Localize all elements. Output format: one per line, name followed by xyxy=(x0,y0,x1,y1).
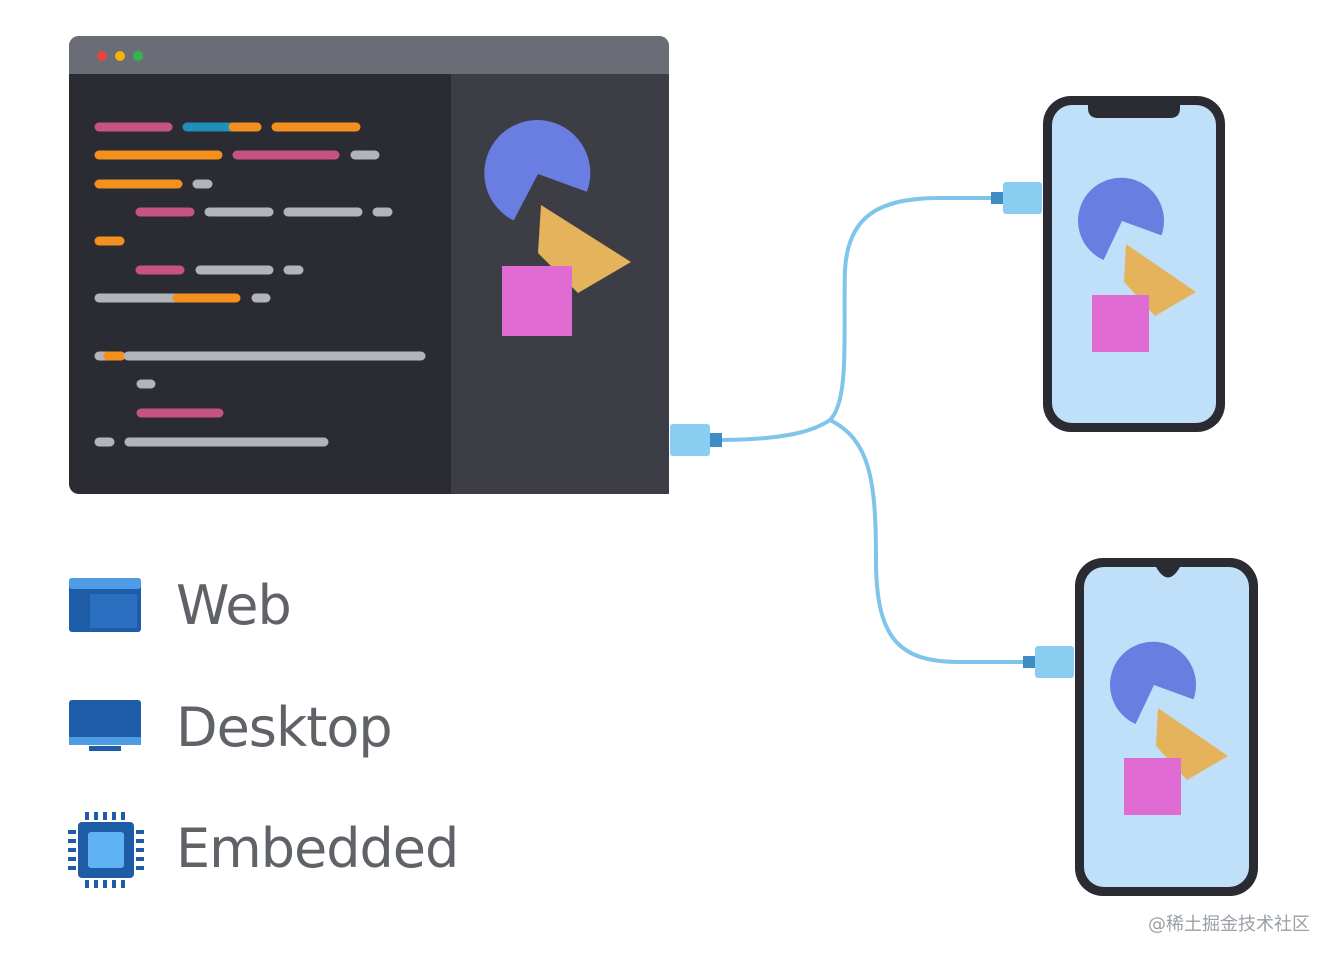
chip-icon xyxy=(68,812,144,888)
platform-label-web: Web xyxy=(176,574,292,637)
maximize-dot-icon xyxy=(133,51,143,61)
square-shape xyxy=(1124,758,1181,815)
pie-shape xyxy=(1078,177,1165,261)
usb-plug-phone-1 xyxy=(1003,182,1042,214)
usb-cables xyxy=(713,196,1027,664)
watermark: @稀土掘金技术社区 xyxy=(1148,914,1310,935)
square-shape xyxy=(1092,295,1149,352)
platform-label-desktop: Desktop xyxy=(176,696,393,759)
desktop-monitor-icon xyxy=(69,700,141,751)
preview-shapes xyxy=(484,120,631,336)
phone-punchhole xyxy=(1023,558,1258,896)
usb-plug-phone-2 xyxy=(1035,646,1074,678)
phone-notch xyxy=(991,96,1225,432)
minimize-dot-icon xyxy=(115,51,125,61)
square-shape xyxy=(502,266,572,336)
web-window-icon xyxy=(69,578,141,632)
close-dot-icon xyxy=(97,51,107,61)
pie-shape xyxy=(1110,641,1197,725)
code-editor-window xyxy=(69,36,722,494)
pie-shape xyxy=(484,120,591,221)
usb-plug-laptop xyxy=(670,424,710,456)
code-lines xyxy=(94,122,426,447)
platform-label-embedded: Embedded xyxy=(176,817,459,880)
